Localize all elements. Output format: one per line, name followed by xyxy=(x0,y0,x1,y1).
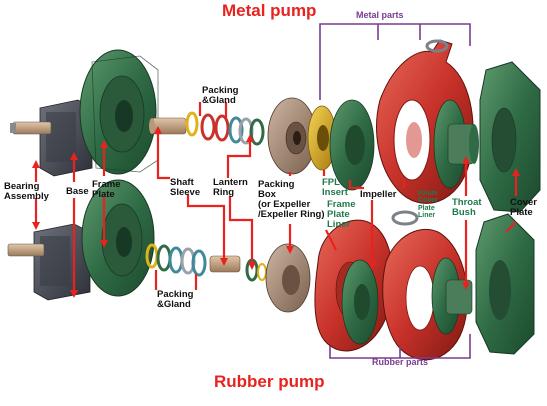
packing-rings-bottom xyxy=(145,243,207,277)
shaft-sleeve-top xyxy=(149,117,187,135)
bearing-assembly-top xyxy=(10,99,93,177)
rubber-pump-title: Rubber pump xyxy=(214,372,325,391)
label-volute: Volute xyxy=(417,190,438,197)
label-frame-plate-liner: Frame Plate Liner xyxy=(327,199,356,230)
label-cover-plate: Cover Plate xyxy=(510,197,537,218)
label-impeller: Impeller xyxy=(360,189,397,200)
label-frame-plate: Frame Plate xyxy=(92,179,121,200)
label-bearing-assembly: Bearing Assembly xyxy=(4,181,49,202)
label-lantern-ring: Lantern Ring xyxy=(213,177,248,198)
metal-parts-bracket xyxy=(319,23,471,100)
cover-plate-liner-rings xyxy=(391,39,449,226)
metal-pump-assembly xyxy=(10,39,541,226)
label-packing-box: Packing Box (or Expeller /Expeller Ring) xyxy=(258,179,325,220)
cover-plate-top xyxy=(479,61,541,213)
rubber-parts-bracket xyxy=(329,334,471,359)
label-packing-gland-bottom: Packing &Gland xyxy=(157,289,194,310)
label-cover-plate-liner: Cover Plate Liner xyxy=(418,197,438,219)
packing-rings-top xyxy=(185,111,265,146)
impeller-bottom xyxy=(341,259,379,345)
bearing-assembly-bottom xyxy=(7,223,91,301)
label-shaft-sleeve: Shaft Sleeve xyxy=(170,177,201,198)
metal-pump-title: Metal pump xyxy=(222,1,317,20)
packing-box-top xyxy=(267,97,317,175)
cover-plate-bottom xyxy=(475,213,535,355)
metal-parts-label: Metal parts xyxy=(356,10,404,20)
label-throat-bush: Throat Bush xyxy=(452,197,482,218)
label-packing-gland-top: Packing &Gland xyxy=(202,85,239,106)
cover-plate-liner-bottom xyxy=(431,257,473,335)
frame-plate-bottom xyxy=(81,179,155,297)
frame-plate-liner-top xyxy=(329,99,375,191)
fpl-insert xyxy=(307,105,337,171)
shaft-sleeve-bottom xyxy=(209,255,267,282)
packing-box-bottom xyxy=(265,243,311,313)
cover-plate-liner-top xyxy=(433,99,479,189)
rubber-pump-assembly xyxy=(7,179,535,361)
pointer-arrowheads xyxy=(32,126,520,298)
pointer-lines xyxy=(34,102,518,290)
rubber-parts-label: Rubber parts xyxy=(372,357,429,367)
label-base: Base xyxy=(66,186,89,197)
frame-plate-top xyxy=(79,49,159,175)
label-fpl-insert: FPL Insert xyxy=(322,177,348,198)
